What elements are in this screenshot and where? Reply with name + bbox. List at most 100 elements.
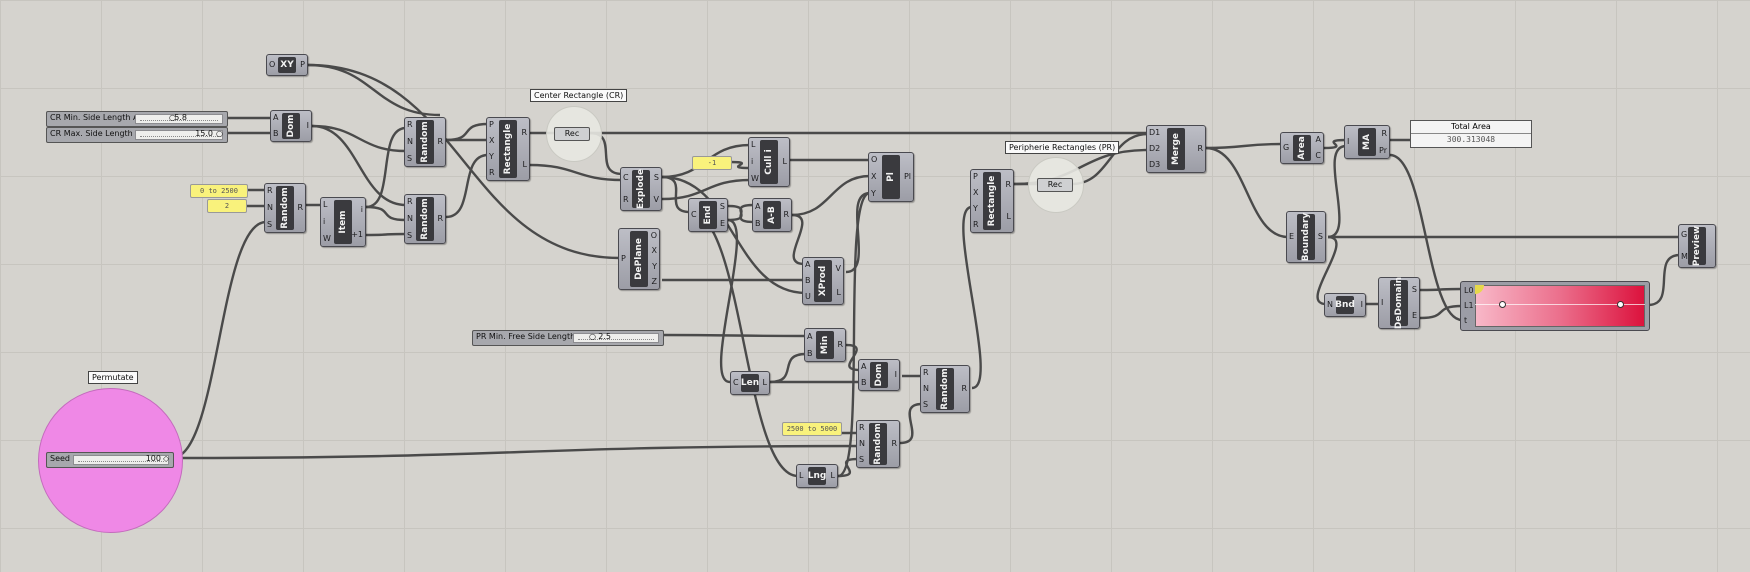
wire[interactable] [791,213,805,266]
input-port[interactable]: A [807,331,813,341]
output-port[interactable]: +1 [351,229,363,239]
input-port[interactable]: B [755,218,761,228]
wire[interactable] [1647,253,1681,307]
input-port[interactable]: R [267,186,273,196]
input-port[interactable]: O [871,155,878,165]
range-panel-b[interactable]: 2500 to 5000 [782,422,842,436]
slider-knob-icon[interactable]: ○ [216,129,223,138]
wire[interactable] [962,205,982,390]
input-port[interactable]: O [269,60,276,69]
input-port[interactable]: X [489,136,495,145]
output-port[interactable]: O [650,230,657,240]
input-port[interactable]: R [489,168,495,177]
input-port[interactable]: B [805,276,811,285]
wire[interactable] [307,63,621,260]
peripherie-rec-param[interactable]: Rec [1037,178,1073,192]
input-port[interactable]: D2 [1149,144,1161,153]
cr-max-slider[interactable]: CR Max. Side Length B 15.0 ○ [46,127,228,143]
output-port[interactable]: E [719,218,725,228]
wire[interactable] [171,220,267,460]
output-port[interactable]: R [891,439,897,448]
input-port[interactable]: R [407,197,413,207]
input-port[interactable]: B [861,378,867,387]
output-port[interactable]: R [437,214,443,223]
range-panel-a[interactable]: 0 to 2500 [190,184,248,198]
input-port[interactable]: Y [489,152,494,161]
output-port[interactable]: V [653,195,659,204]
input-port[interactable]: P [489,120,494,129]
wire[interactable] [311,124,407,207]
wire[interactable] [661,178,751,201]
gradient-port[interactable]: L0 [1464,286,1474,295]
input-port[interactable]: L [799,471,804,480]
output-port[interactable]: R [1005,180,1011,189]
input-port[interactable]: L [323,200,328,210]
wire[interactable] [365,205,407,222]
slider-knob-icon[interactable]: ◇ [163,454,170,463]
wire[interactable] [729,160,751,170]
output-port[interactable]: Z [651,277,657,287]
output-port[interactable]: R [783,210,789,219]
gradient-component[interactable]: L0 L1 t [1460,281,1650,331]
input-port[interactable]: I [1347,137,1350,146]
output-port[interactable]: L [522,160,527,169]
input-port[interactable]: E [1289,232,1295,241]
input-port[interactable]: A [755,201,761,211]
output-port[interactable]: R [521,128,527,137]
count-panel[interactable]: 2 [207,199,247,213]
output-port[interactable]: i [360,204,363,214]
wire[interactable] [837,457,859,478]
wire[interactable] [365,232,407,237]
output-port[interactable]: I [1360,300,1363,309]
input-port[interactable]: N [1327,300,1333,309]
input-port[interactable]: S [923,400,929,409]
wire[interactable] [1205,146,1289,239]
center-rec-param[interactable]: Rec [554,127,590,141]
wire[interactable] [1419,287,1463,292]
wire[interactable] [1323,138,1347,150]
input-port[interactable]: W [323,233,331,243]
cr-min-slider[interactable]: CR Min. Side Length A ○ 5.8 [46,111,228,127]
input-port[interactable]: C [623,173,629,182]
output-port[interactable]: I [306,121,309,130]
wire[interactable] [769,352,807,384]
wire[interactable] [661,333,807,338]
input-port[interactable]: C [691,210,697,219]
output-port[interactable]: L [830,471,835,480]
input-port[interactable]: A [861,362,867,371]
wire[interactable] [1205,142,1283,150]
output-port[interactable]: R [297,203,303,212]
output-port[interactable]: R [837,340,843,349]
wire[interactable] [899,402,923,445]
output-port[interactable]: L [782,157,787,166]
input-port[interactable]: M [1681,252,1688,261]
wire[interactable] [307,63,441,117]
input-port[interactable]: W [751,173,759,183]
input-port[interactable]: S [267,219,273,229]
gradient-grip-icon[interactable] [1499,301,1506,308]
input-port[interactable]: N [407,137,413,146]
wire[interactable] [1389,153,1463,322]
wire[interactable] [661,175,807,295]
output-port[interactable]: I [894,370,897,379]
output-port[interactable]: L [836,288,841,297]
output-port[interactable]: R [961,384,967,393]
input-port[interactable]: D1 [1149,128,1161,137]
gradient-port[interactable]: t [1464,316,1468,325]
input-port[interactable]: N [407,214,413,223]
